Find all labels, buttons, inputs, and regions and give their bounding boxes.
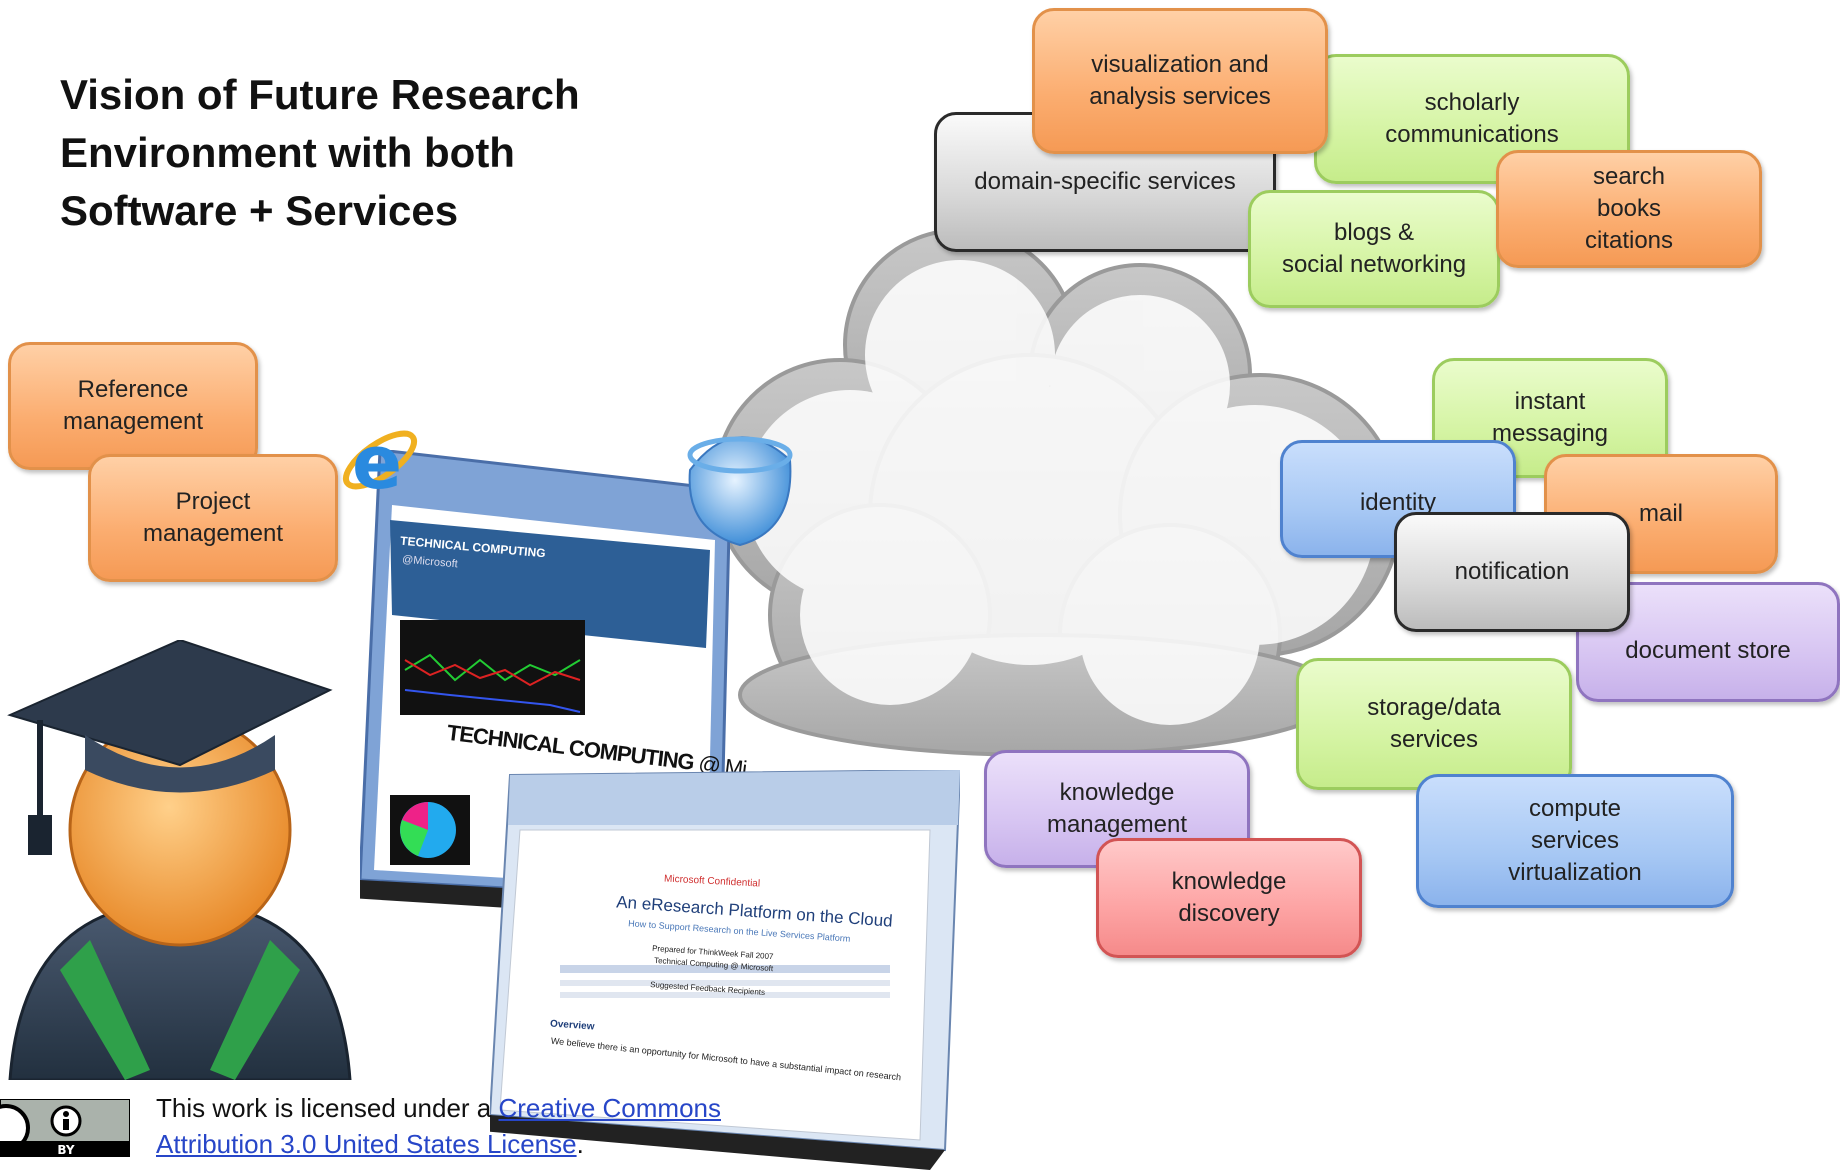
blogs-box: blogs & social networking xyxy=(1248,190,1500,308)
document-store-box: document store xyxy=(1576,582,1840,702)
license-suffix: . xyxy=(576,1129,584,1159)
license-line-1: This work is licensed under a Creative C… xyxy=(156,1090,721,1126)
notification-box: notification xyxy=(1394,512,1630,632)
license-link-part-2[interactable]: Attribution 3.0 United States License xyxy=(156,1129,577,1159)
title-line-3: Software + Services xyxy=(60,187,459,234)
license-link-part-1[interactable]: Creative Commons xyxy=(498,1093,721,1123)
cc-badge-text: BY xyxy=(57,1143,74,1157)
cloud-graphic xyxy=(713,228,1402,757)
page-title: Vision of Future Research Environment wi… xyxy=(60,66,620,240)
reference-management-box: Reference management xyxy=(8,342,258,470)
license-notice: This work is licensed under a Creative C… xyxy=(156,1090,721,1162)
license-line-2: Attribution 3.0 United States License. xyxy=(156,1126,721,1162)
live-globe-icon xyxy=(687,436,793,547)
compute-services-box: compute services virtualization xyxy=(1416,774,1734,908)
project-management-box: Project management xyxy=(88,454,338,582)
graduate-avatar xyxy=(7,640,352,1080)
cc-by-badge-icon: BY xyxy=(0,1099,130,1157)
license-prefix: This work is licensed under a xyxy=(156,1093,499,1123)
visualization-box: visualization and analysis services xyxy=(1032,8,1328,154)
title-line-1: Vision of Future Research xyxy=(60,71,580,118)
title-line-2: Environment with both xyxy=(60,129,515,176)
svg-text:e: e xyxy=(352,420,402,506)
scholarly-communications-box: scholarly communications xyxy=(1314,54,1630,184)
internet-explorer-icon: e xyxy=(342,420,418,506)
knowledge-discovery-box: knowledge discovery xyxy=(1096,838,1362,958)
search-box: search books citations xyxy=(1496,150,1762,268)
storage-data-services-box: storage/data services xyxy=(1296,658,1572,790)
document-window xyxy=(490,770,960,1170)
